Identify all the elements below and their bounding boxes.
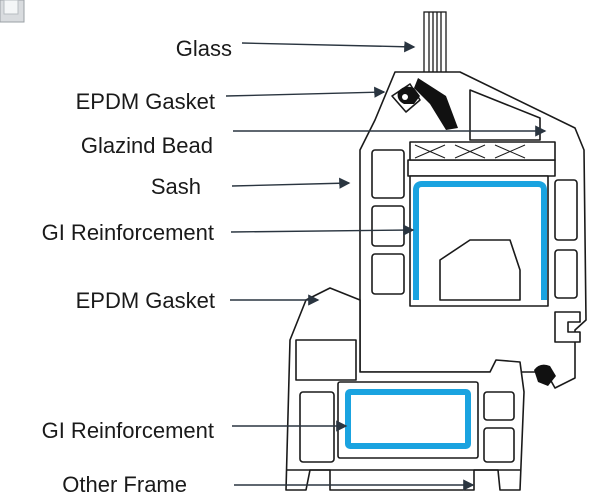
label-glass: Glass — [175, 36, 232, 61]
leader-sash — [231, 177, 351, 189]
leader-gi-reinforcement-top — [230, 224, 415, 236]
label-epdm-gasket-bottom: EPDM Gasket — [75, 288, 215, 313]
leader-lines — [225, 41, 547, 491]
label-epdm-gasket-top: EPDM Gasket — [75, 89, 215, 114]
label-glazing-bead: Glazind Bead — [80, 133, 213, 158]
label-gi-reinforcement-bottom: GI Reinforcement — [41, 418, 214, 443]
epdm-gasket-top-shape — [397, 78, 458, 130]
window-thumbnail-icon — [0, 0, 25, 23]
sash-profile — [359, 71, 587, 389]
label-sash: Sash — [150, 174, 201, 199]
gi-reinforcement-bottom-shape — [345, 389, 471, 449]
leader-glass — [241, 41, 416, 53]
label-gi-reinforcement-top: GI Reinforcement — [41, 220, 214, 245]
leader-epdm-gasket-top — [225, 86, 386, 98]
label-other-frame: Other Frame — [62, 472, 187, 497]
gi-reinforcement-top-shape — [413, 181, 547, 300]
